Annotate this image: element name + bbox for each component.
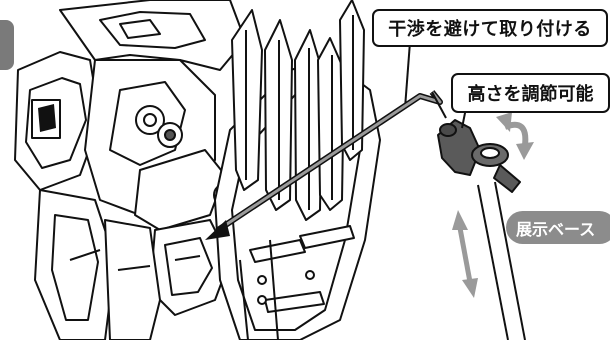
page-tab-marker [0, 20, 14, 70]
callout-height-adjustable-text: 高さを調節可能 [467, 84, 594, 105]
display-base-rod [477, 181, 526, 340]
display-base-label: 展示ベース [506, 211, 610, 244]
display-base-label-text: 展示ベース [516, 219, 596, 239]
callout-avoid-interference: 干渉を避けて取り付ける [372, 9, 608, 47]
robot-figure [14, 0, 246, 340]
callout-height-adjustable: 高さを調節可能 [451, 73, 610, 113]
callout-avoid-interference-text: 干渉を避けて取り付ける [388, 19, 592, 40]
mount-arrow [205, 90, 447, 240]
joint-part [437, 119, 521, 193]
shield-blades [214, 0, 381, 340]
height-arrow-icon [452, 210, 478, 298]
rotate-arrow-icon [496, 112, 534, 160]
